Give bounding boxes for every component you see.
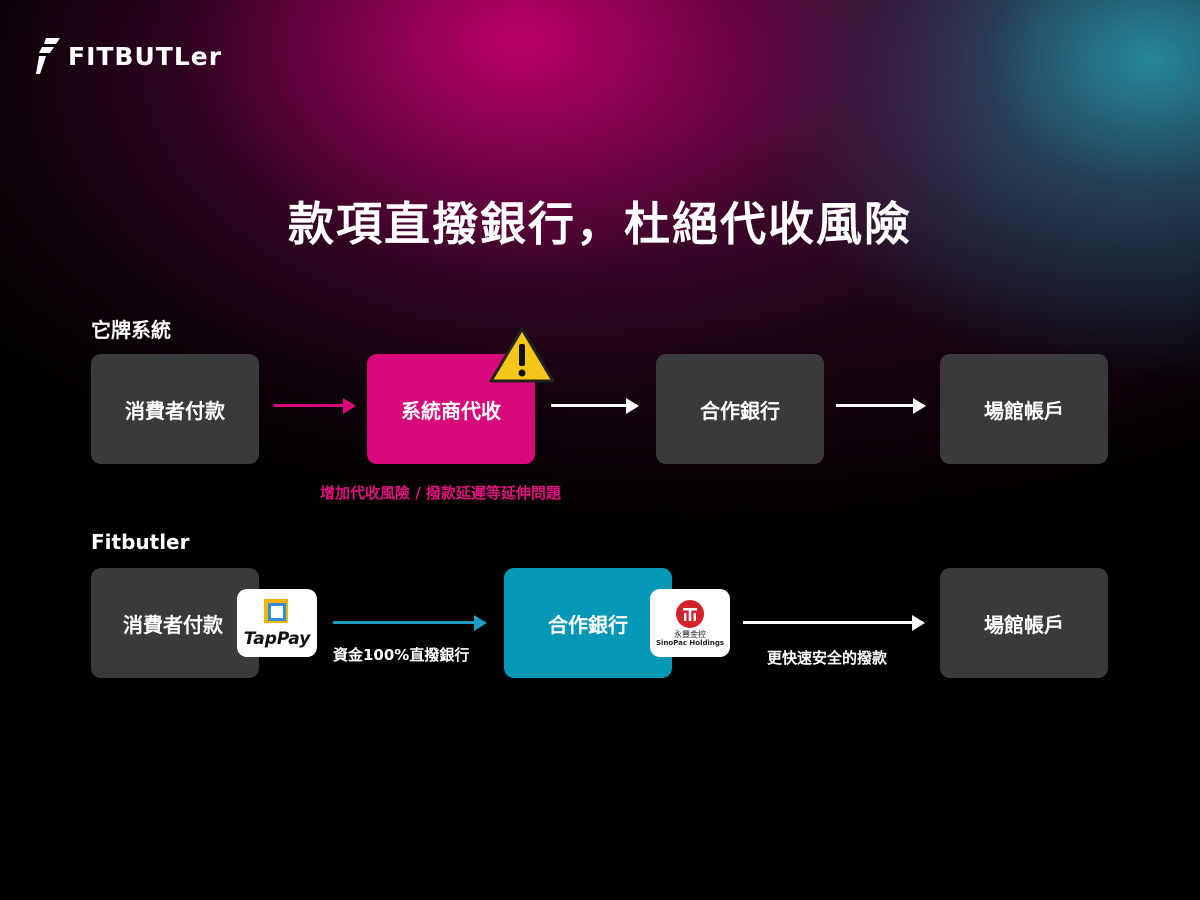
- row2-label: Fitbutler: [91, 530, 190, 554]
- risk-note: 增加代收風險 / 撥款延遲等延伸問題: [320, 484, 561, 502]
- row1-step-venue-account: 場館帳戶: [940, 354, 1108, 464]
- row2-step-partner-bank: 合作銀行: [504, 568, 672, 678]
- row2-arrow-2: [743, 621, 923, 624]
- row1-arrow-1: [274, 404, 354, 407]
- row1-arrow-3: [836, 404, 924, 407]
- page-title: 款項直撥銀行，杜絕代收風險: [288, 197, 912, 251]
- brand-logo: FITBUTLer: [36, 38, 222, 74]
- row2-step-consumer-payment: 消費者付款: [91, 568, 259, 678]
- sinopac-badge: 永豐金控 SinoPac Holdings: [650, 589, 730, 657]
- fitbutler-logo-icon: [36, 38, 60, 74]
- sinopac-name-en: SinoPac Holdings: [655, 638, 725, 647]
- tappay-badge: TapPay: [237, 589, 317, 657]
- row1-arrow-2: [551, 404, 637, 407]
- direct-funding-caption: 資金100%直撥銀行: [333, 646, 470, 664]
- fast-payout-caption: 更快速安全的撥款: [767, 649, 888, 667]
- tappay-text: TapPay: [243, 629, 311, 649]
- row1-step-consumer-payment: 消費者付款: [91, 354, 259, 464]
- warning-triangle-icon: [489, 327, 555, 383]
- row1-label: 它牌系統: [91, 318, 171, 342]
- row2-step-venue-account: 場館帳戶: [940, 568, 1108, 678]
- tappay-logo-icon: [264, 599, 288, 623]
- row2-arrow-1: [333, 621, 485, 624]
- sinopac-logo-icon: [676, 599, 704, 628]
- row1-step-partner-bank: 合作銀行: [656, 354, 824, 464]
- brand-name: FITBUTLer: [68, 41, 223, 71]
- sinopac-name-cn: 永豐金控: [674, 629, 706, 639]
